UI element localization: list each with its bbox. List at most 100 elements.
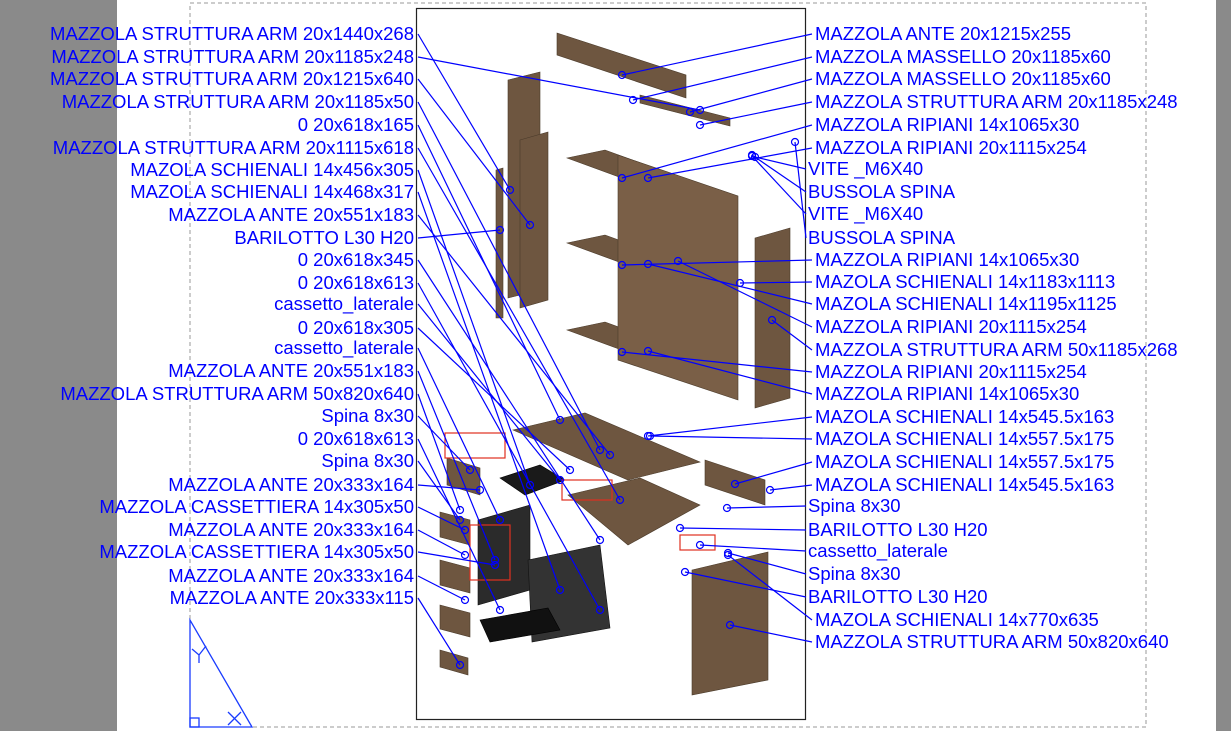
drawer-front-4[interactable] [439, 604, 471, 638]
left-part-label[interactable]: MAZZOLA STRUTTURA ARM 20x1115x618 [52, 137, 414, 158]
left-part-label[interactable]: MAZOLA SCHIENALI 14x468x317 [130, 181, 414, 202]
left-part-label[interactable]: MAZZOLA ANTE 20x333x164 [168, 474, 414, 495]
right-part-label[interactable]: MAZZOLA MASSELLO 20x1185x60 [815, 68, 1111, 89]
right-part-label[interactable]: MAZZOLA RIPIANI 14x1065x30 [815, 249, 1080, 270]
leader-line [679, 527, 807, 531]
right-part-label[interactable]: Spina 8x30 [808, 563, 901, 584]
leader-line [417, 78, 531, 226]
right-part-label[interactable]: MAZOLA SCHIENALI 14x557.5x175 [815, 428, 1115, 449]
right-part-label[interactable]: MAZOLA SCHIENALI 14x545.5x163 [815, 406, 1115, 427]
left-part-label[interactable]: 0 20x618x305 [297, 317, 414, 338]
right-part-label[interactable]: BUSSOLA SPINA [808, 181, 956, 202]
desk-top[interactable] [512, 412, 701, 481]
leader-anchor-circle [675, 523, 685, 533]
drawer-slides [444, 432, 716, 581]
leader-anchor-circle [505, 185, 515, 195]
panel-stick[interactable] [495, 167, 504, 319]
desk-top-b[interactable] [567, 477, 701, 546]
right-part-label[interactable]: BARILOTTO L30 H20 [808, 519, 988, 540]
left-part-label[interactable]: cassetto_laterale [274, 293, 414, 314]
leader-anchor-circle [767, 315, 777, 325]
left-part-label[interactable]: MAZZOLA ANTE 20x551x183 [168, 204, 414, 225]
leader-line [417, 56, 701, 111]
right-part-label[interactable]: MAZOLA SCHIENALI 14x1195x1125 [815, 293, 1117, 314]
left-part-label[interactable]: MAZZOLA STRUTTURA ARM 20x1185x50 [61, 91, 414, 112]
left-part-label[interactable]: 0 20x618x613 [297, 428, 414, 449]
drawer-front-5[interactable] [439, 649, 469, 676]
left-part-label[interactable]: MAZZOLA STRUTTURA ARM 20x1440x268 [50, 23, 414, 44]
right-part-label[interactable]: MAZZOLA STRUTTURA ARM 50x1185x268 [815, 339, 1178, 360]
back-panel[interactable] [617, 154, 739, 401]
right-part-label[interactable]: MAZZOLA RIPIANI 14x1065x30 [815, 114, 1080, 135]
left-part-label[interactable]: Spina 8x30 [321, 450, 414, 471]
leader-anchor-circle [673, 256, 683, 266]
right-part-label[interactable]: VITE _M6X40 [808, 158, 924, 179]
leader-anchor-circle [605, 450, 615, 460]
left-part-label[interactable]: MAZZOLA STRUTTURA ARM 20x1215x640 [50, 68, 414, 89]
leader-anchor-circle [460, 595, 470, 605]
right-part-label[interactable]: MAZOLA SCHIENALI 14x545.5x163 [815, 474, 1115, 495]
right-part-label[interactable]: MAZZOLA STRUTTURA ARM 50x820x640 [815, 631, 1169, 652]
desk-leg-right[interactable] [691, 551, 769, 696]
panel-side-left-b[interactable] [519, 131, 549, 309]
right-part-label[interactable]: MAZOLA SCHIENALI 14x770x635 [815, 609, 1099, 630]
left-part-label[interactable]: 0 20x618x345 [297, 249, 414, 270]
left-part-label[interactable]: cassetto_laterale [274, 337, 414, 358]
right-part-label[interactable]: BUSSOLA SPINA [808, 227, 956, 248]
leader-line [769, 484, 813, 491]
left-part-label[interactable]: MAZOLA SCHIENALI 14x456x305 [130, 159, 414, 180]
panel-top-ante[interactable] [556, 32, 687, 99]
left-part-label[interactable]: MAZZOLA STRUTTURA ARM 20x1185x248 [51, 46, 414, 67]
leader-line [417, 551, 496, 566]
left-part-label[interactable]: MAZZOLA ANTE 20x551x183 [168, 360, 414, 381]
right-part-label[interactable]: MAZZOLA RIPIANI 20x1115x254 [815, 316, 1087, 337]
right-part-label[interactable]: MAZZOLA ANTE 20x1215x255 [815, 23, 1072, 44]
leader-anchor-circle [722, 503, 732, 513]
left-part-label[interactable]: MAZZOLA CASSETTIERA 14x305x50 [99, 541, 414, 562]
leader-anchor-circle [747, 151, 757, 161]
leader-anchor-circle [680, 567, 690, 577]
left-part-label[interactable]: MAZZOLA CASSETTIERA 14x305x50 [99, 496, 414, 517]
left-part-label[interactable]: BARILOTTO L30 H20 [234, 227, 414, 248]
viewport-frame[interactable] [415, 7, 807, 721]
leader-anchor-circle [525, 220, 535, 230]
leader-line [621, 351, 813, 373]
leader-anchor-circle [643, 259, 653, 269]
side-panel-right[interactable] [754, 227, 791, 409]
right-part-label[interactable]: Spina 8x30 [808, 495, 901, 516]
leader-anchor-circle [460, 525, 470, 535]
drawer-front-3[interactable] [439, 559, 471, 594]
right-part-label[interactable]: VITE _M6X40 [808, 203, 924, 224]
right-part-label[interactable]: MAZZOLA MASSELLO 20x1185x60 [815, 46, 1111, 67]
left-part-label[interactable]: MAZZOLA ANTE 20x333x115 [169, 587, 414, 608]
right-part-label[interactable]: MAZZOLA RIPIANI 20x1115x254 [815, 361, 1087, 382]
left-part-label[interactable]: 0 20x618x165 [297, 114, 414, 135]
left-part-label[interactable]: 0 20x618x613 [297, 272, 414, 293]
leader-line [417, 529, 466, 556]
leader-anchor-circle [455, 505, 465, 515]
left-part-label[interactable]: MAZZOLA ANTE 20x333x164 [168, 519, 414, 540]
drawer-dark-3[interactable] [479, 607, 561, 643]
leader-anchor-circle [695, 540, 705, 550]
leader-anchor-circle [495, 515, 505, 525]
left-part-label[interactable]: MAZZOLA ANTE 20x333x164 [168, 565, 414, 586]
right-part-label[interactable]: cassetto_laterale [808, 540, 948, 561]
left-part-label[interactable]: MAZZOLA STRUTTURA ARM 50x820x640 [60, 383, 414, 404]
right-part-label[interactable]: MAZZOLA STRUTTURA ARM 20x1185x248 [815, 91, 1178, 112]
leader-line [771, 319, 813, 351]
drawer-dark-top[interactable] [499, 464, 566, 496]
right-part-label[interactable]: MAZOLA SCHIENALI 14x557.5x175 [815, 451, 1115, 472]
leader-line [417, 214, 611, 456]
leader-line [699, 544, 807, 552]
leader-anchor-circle [617, 173, 627, 183]
leader-line [621, 124, 813, 179]
leader-line [417, 484, 481, 491]
right-part-label[interactable]: MAZZOLA RIPIANI 20x1115x254 [815, 137, 1087, 158]
right-part-label[interactable]: MAZZOLA RIPIANI 14x1065x30 [815, 383, 1080, 404]
right-part-label[interactable]: BARILOTTO L30 H20 [808, 586, 988, 607]
leader-line [684, 571, 807, 598]
left-part-label[interactable]: Spina 8x30 [321, 405, 414, 426]
right-part-label[interactable]: MAZOLA SCHIENALI 14x1183x1113 [815, 271, 1116, 292]
drawer-side-right[interactable] [704, 459, 766, 506]
leader-anchor-circle [790, 137, 800, 147]
